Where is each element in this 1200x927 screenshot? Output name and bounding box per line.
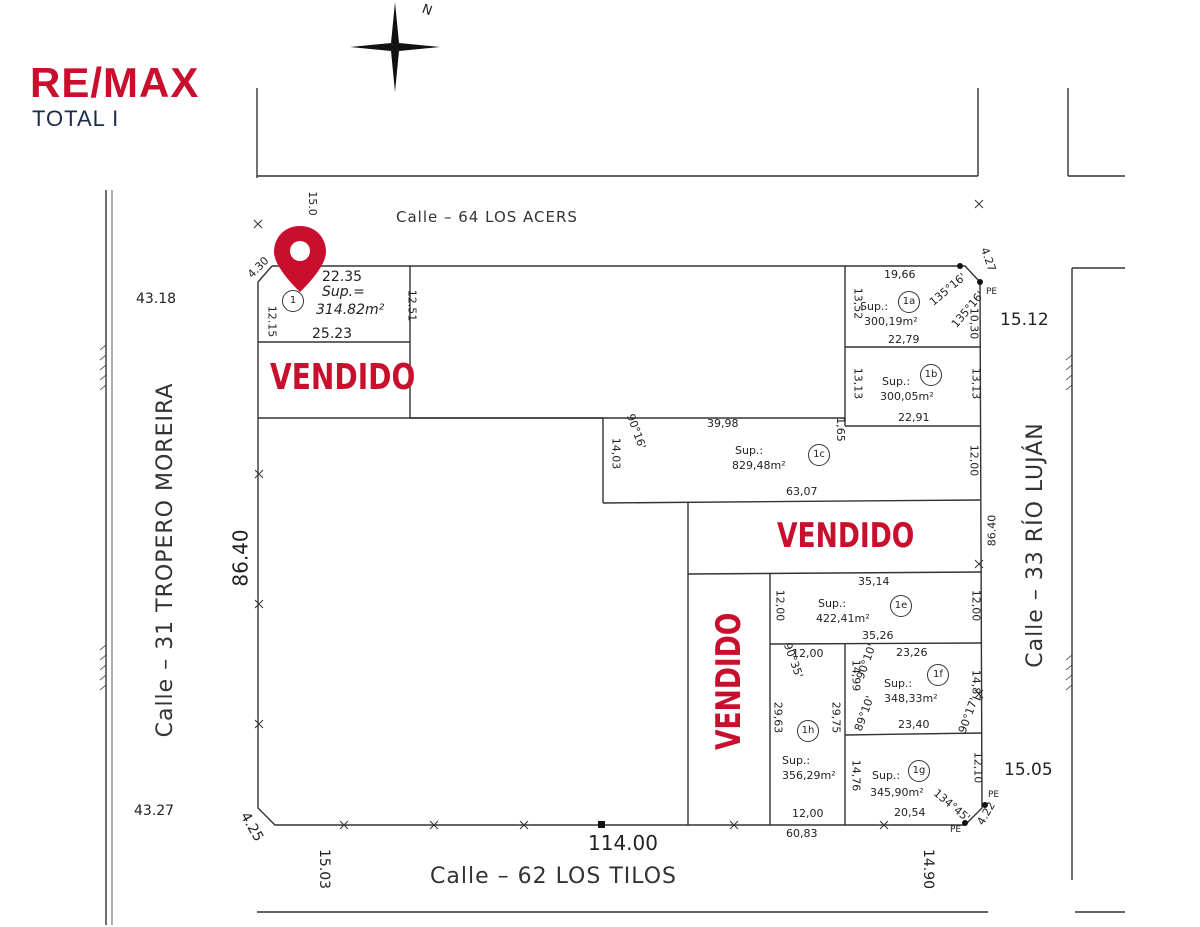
sold-label-vertical: VENDIDO <box>709 612 749 750</box>
south-total-dim: 114.00 <box>588 831 658 855</box>
lot1b-bottom-dim: 22,91 <box>898 411 930 424</box>
lot1e-area: 422,41m² <box>816 612 870 625</box>
remax-logo: RE/MAX <box>30 59 200 106</box>
pe-marker-se: PE <box>988 790 1000 800</box>
west-total-dim: 86.40 <box>228 529 253 587</box>
lot1e-sup-label: Sup.: <box>818 597 847 610</box>
lot1e-right-dim: 12,00 <box>969 589 983 622</box>
lot1h-sup-label: Sup.: <box>782 754 811 767</box>
lot1-sup-label: Sup.= <box>322 284 365 300</box>
lot1g-bottom-dim: 20,54 <box>894 806 926 819</box>
lot1f-id: 1f <box>927 664 949 686</box>
pe-marker-ne: PE <box>986 287 998 297</box>
lot1c-sup-label: Sup.: <box>735 444 764 457</box>
lot1e-left-dim: 12,00 <box>773 589 787 622</box>
lot1h-id: 1h <box>797 720 819 742</box>
sold-label-lot1-south: VENDIDO <box>270 357 416 398</box>
street-north: Calle – 64 LOS ACERS <box>396 208 578 226</box>
street-west: Calle – 31 TROPERO MOREIRA <box>153 382 178 738</box>
office-name: TOTAL I <box>32 106 120 131</box>
lot1g-area: 345,90m² <box>870 786 924 799</box>
lot1a-bottom-dim: 22,79 <box>888 333 920 346</box>
south-right-dim: 14.90 <box>920 848 937 890</box>
lot1-top-dim: 22.35 <box>322 269 363 285</box>
lot1-area: 314.82m² <box>316 302 385 318</box>
sold-label-east-strip: VENDIDO <box>777 516 915 556</box>
lot1b-right-dim: 13,13 <box>969 367 983 400</box>
lot1f-bottom-dim: 23,40 <box>898 718 930 731</box>
lot1c-id: 1c <box>808 444 830 466</box>
lot1g-left-dim: 14,76 <box>849 759 863 792</box>
lot1g-id: 1g <box>908 760 930 782</box>
lot1c-area: 829,48m² <box>732 459 786 472</box>
lot1h-area: 356,29m² <box>782 769 836 782</box>
south-left-dim: 15.03 <box>316 848 333 890</box>
lot1-right-dim: 12.51 <box>405 289 419 322</box>
compass-rose-icon <box>350 2 440 92</box>
lot1h-left-dim: 29,63 <box>771 701 785 734</box>
lot1b-id: 1b <box>920 364 942 386</box>
lot1f-top-dim: 23,26 <box>896 646 928 659</box>
south-partial-dim: 60,83 <box>786 827 818 840</box>
se-corner-dim: 15.05 <box>1004 760 1053 780</box>
nw-corner-dim: 43.18 <box>136 291 177 307</box>
lot1-id: 1 <box>282 290 304 312</box>
lot1g-sup-label: Sup.: <box>872 769 901 782</box>
lot1h-bottom-dim: 12,00 <box>792 807 824 820</box>
lot1a-top-dim: 19,66 <box>884 268 916 281</box>
lot1c-top-dim: 39,98 <box>707 417 739 430</box>
lot1f-area: 348,33m² <box>884 692 938 705</box>
lot1g-right-dim: 12,10 <box>971 751 985 784</box>
lot1c-step-dim: 1,65 <box>833 417 847 442</box>
lot1a-area: 300,19m² <box>864 315 918 328</box>
street-east: Calle – 33 RÍO LUJÁN <box>1023 422 1048 668</box>
ne-corner-dim: 15.12 <box>1000 310 1049 330</box>
location-pin-icon <box>274 226 326 292</box>
lot1b-area: 300,05m² <box>880 390 934 403</box>
east-total-dim: 86.40 <box>985 514 999 547</box>
lot1e-id: 1e <box>890 595 912 617</box>
lot1a-left-dim: 13,52 <box>851 287 865 320</box>
lot1e-top-dim: 35,14 <box>858 575 890 588</box>
lot1b-left-dim: 13,13 <box>851 367 865 400</box>
lot1c-right-dim: 12,00 <box>967 444 981 477</box>
lot1e-bottom-dim: 35,26 <box>862 629 894 642</box>
lot1f-sup-label: Sup.: <box>884 677 913 690</box>
lot1-left-dim: 12.15 <box>265 305 279 338</box>
street-south: Calle – 62 LOS TILOS <box>430 864 678 889</box>
lot1c-bottom-dim: 63,07 <box>786 485 818 498</box>
lot1a-sup-label: Sup.: <box>860 300 889 313</box>
lot1h-right-dim: 29,75 <box>829 701 843 734</box>
lot1c-left-dim: 14,03 <box>609 437 623 470</box>
lot1-bottom-dim: 25.23 <box>312 326 353 342</box>
sw-corner-dim: 43.27 <box>134 803 175 819</box>
pe-marker-s: PE <box>950 825 962 835</box>
lot1b-sup-label: Sup.: <box>882 375 911 388</box>
lot1h-top-dim: 12,00 <box>792 647 824 660</box>
lot1a-id: 1a <box>898 291 920 313</box>
lot1-north-dim: 15.0 <box>305 191 319 216</box>
